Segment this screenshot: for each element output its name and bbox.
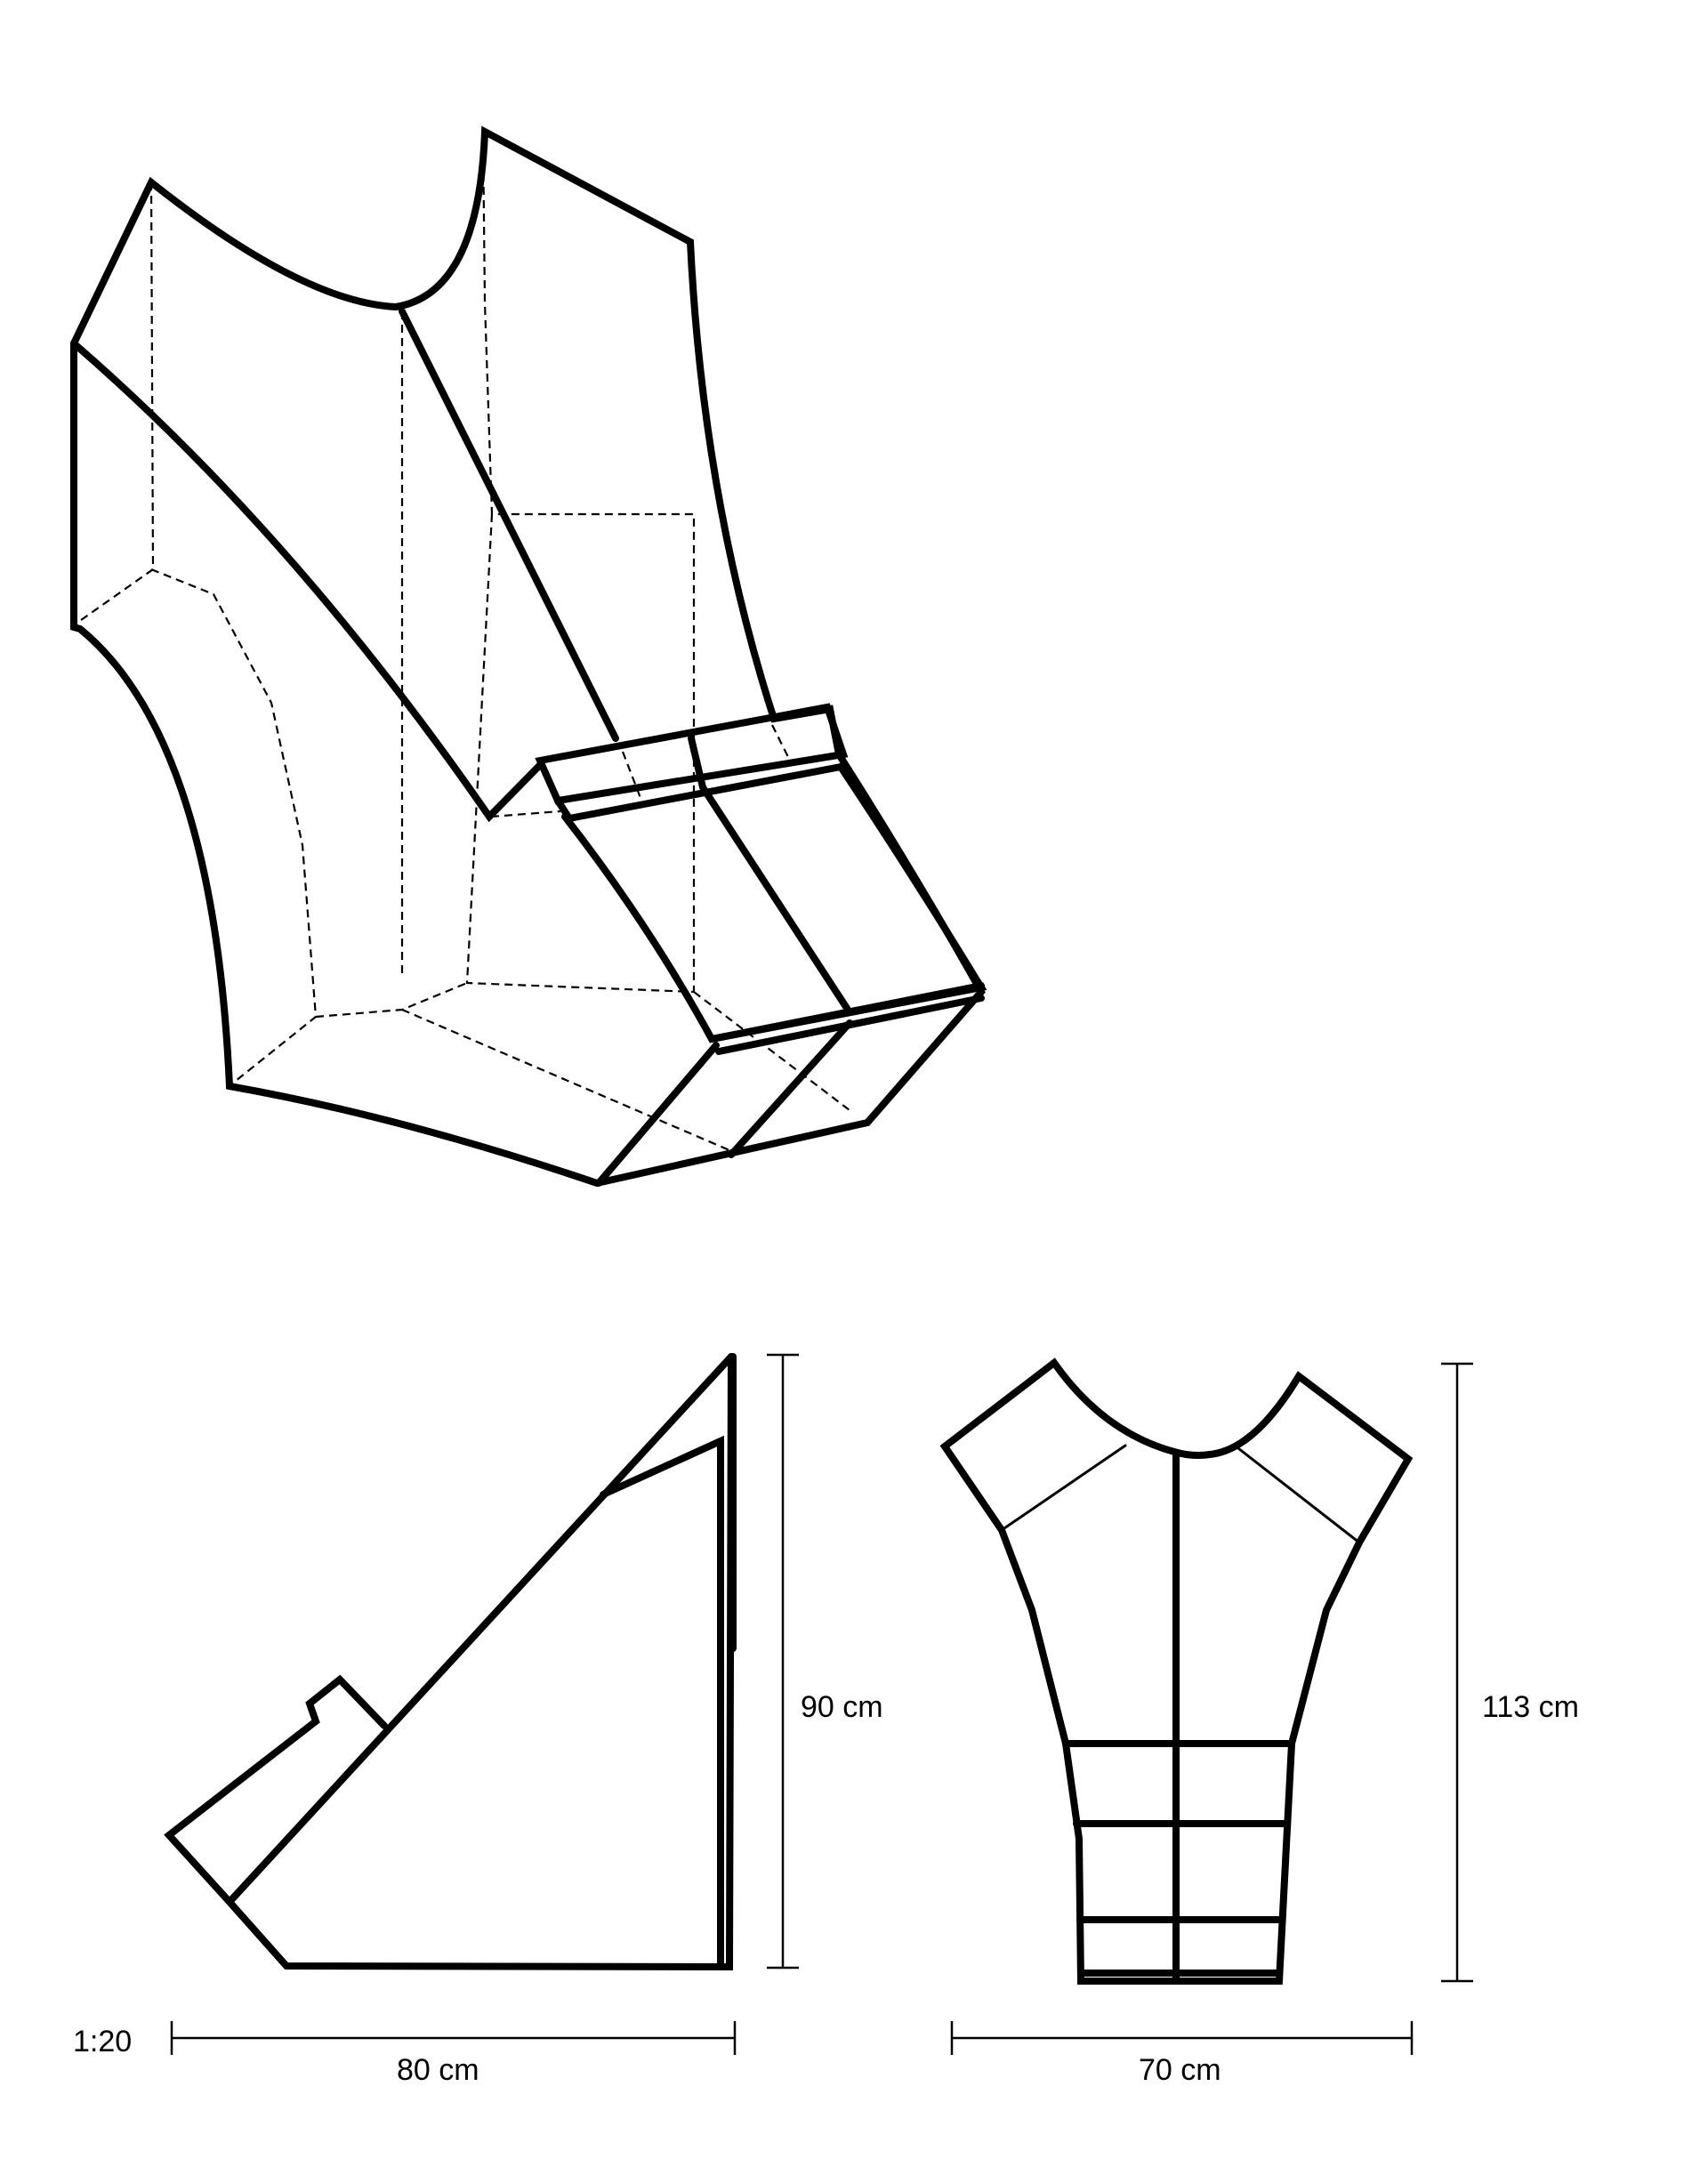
bottom-box-mid [728,1019,853,1158]
hidden-construction-lines [74,133,850,1152]
belt-band [535,703,849,805]
belt-band-divider [688,735,706,791]
side-view-pattern [164,1353,737,1971]
bottom-box-left [595,1042,720,1187]
front-height-label: 113 cm [1482,1690,1579,1724]
side-height-dimension: 90 cm [767,1353,883,1970]
side-view-outline [164,1353,735,1971]
isometric-garment-view [70,125,987,1188]
front-view-right-raglan [1233,1444,1361,1544]
front-fold-line [70,340,544,823]
side-view-inner-fold [600,1435,724,1970]
side-width-label: 80 cm [397,2053,479,2087]
front-view-left-raglan [1000,1444,1127,1532]
front-width-label: 70 cm [1139,2053,1221,2087]
front-height-dimension: 113 cm [1441,1362,1579,1983]
scale-label: 1:20 [73,2025,132,2058]
visible-outline [70,125,987,1188]
side-view-diagonal [226,1353,735,1905]
side-height-label: 90 cm [801,1690,883,1724]
side-width-dimension: 80 cm [170,2021,737,2087]
front-view-outline [939,1357,1414,1985]
pocket-divider [699,784,853,1016]
front-view-pattern [939,1357,1414,1985]
body-outline [70,125,986,1188]
shoulder-fold-line [399,308,619,742]
front-width-dimension: 70 cm [950,2021,1414,2087]
